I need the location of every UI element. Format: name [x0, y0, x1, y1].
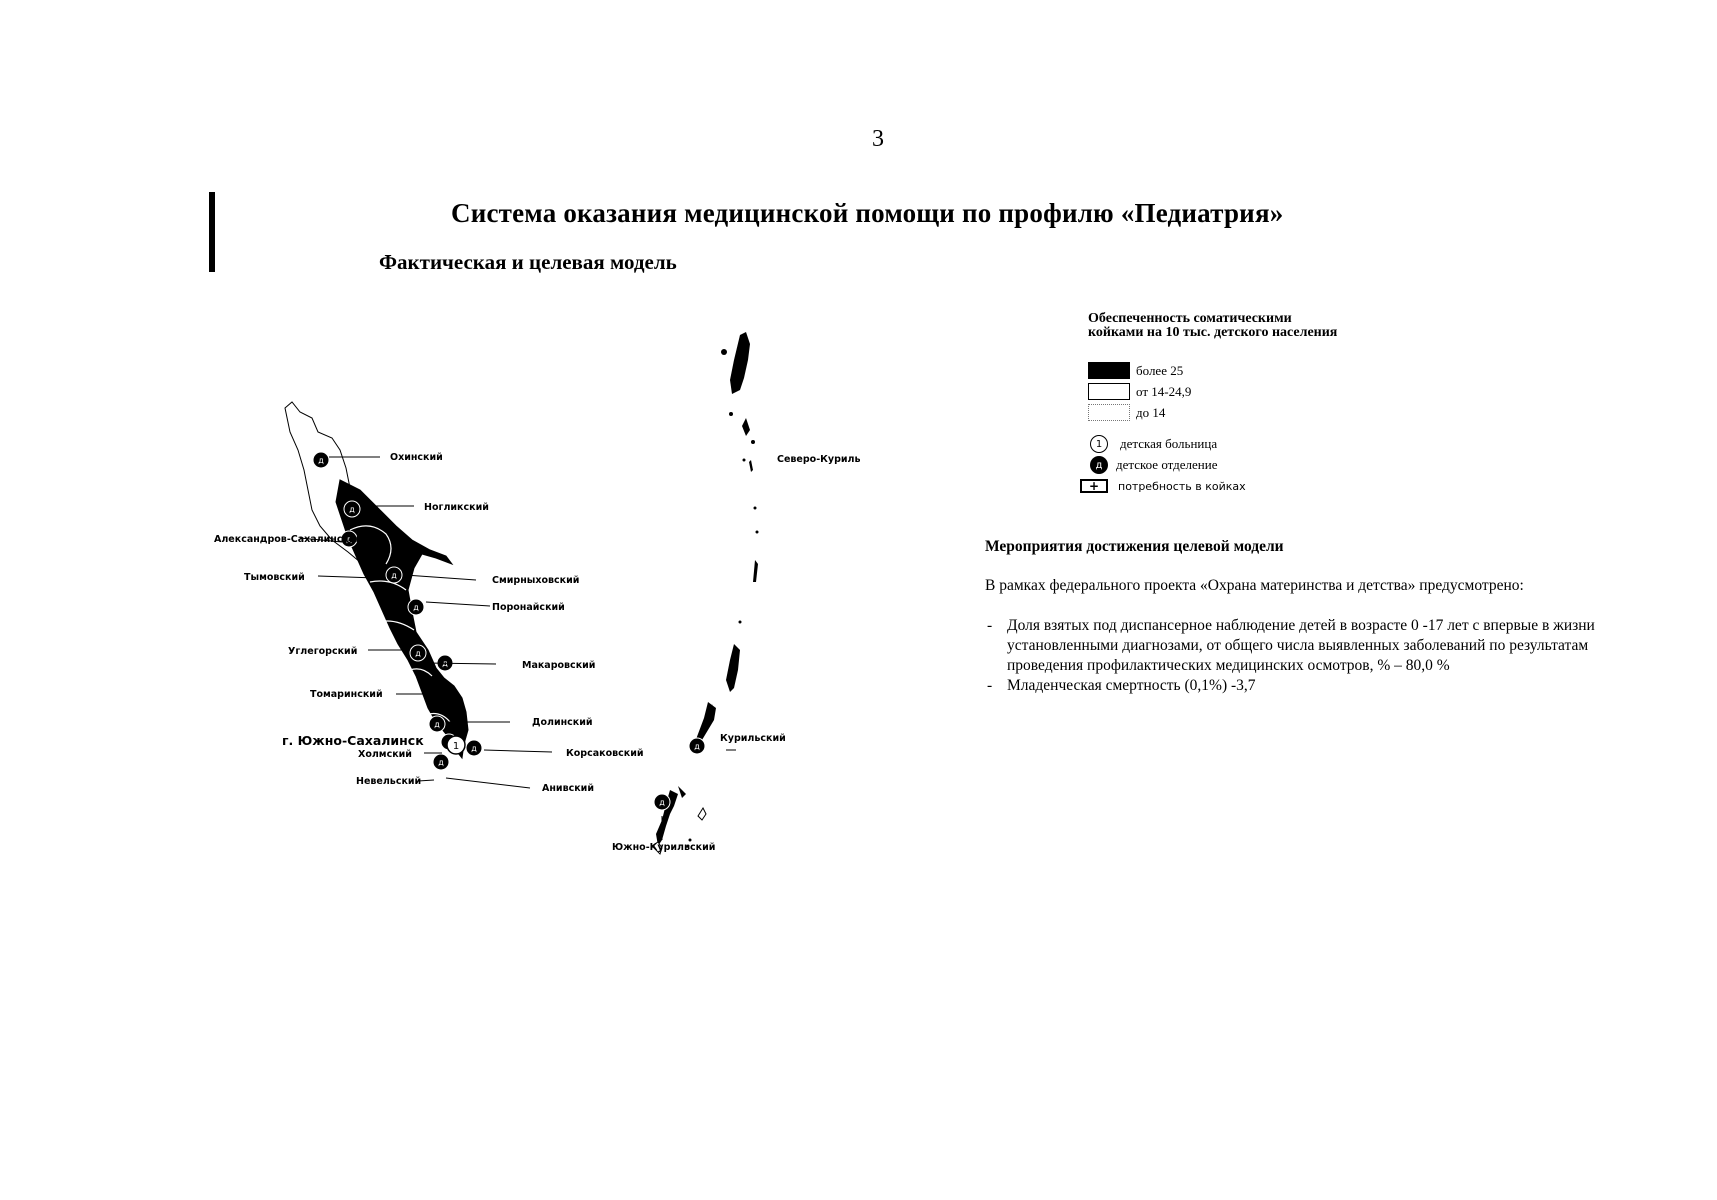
children-hospital-icon: 1: [1090, 435, 1108, 453]
legend-symbol-bed-need: + потребность в койках: [1080, 479, 1246, 493]
children-department-icon: д: [1090, 456, 1108, 474]
children-department-icon: д: [428, 715, 446, 733]
legend-item-label: от 14-24,9: [1136, 383, 1192, 399]
district-label-smirnykh: Смирныховский: [492, 575, 579, 586]
district-label-tymovsk: Тымовский: [244, 572, 305, 583]
district-label-severo-kurilsk: Северо-Курильский: [777, 454, 860, 465]
svg-text:д: д: [413, 603, 419, 612]
sakhalin-central-region: [335, 479, 469, 760]
district-label-dolinsk: Долинский: [532, 717, 593, 728]
svg-text:д: д: [349, 505, 355, 514]
legend-item-low: до 14: [1088, 404, 1165, 421]
children-department-icon: д: [312, 451, 330, 469]
legend-item-label: более 25: [1136, 362, 1184, 378]
list-item: Младенческая смертность (0,1%) -3,7: [985, 676, 1625, 696]
list-item: Доля взятых под диспансерное наблюдение …: [985, 616, 1625, 676]
legend-item-label: до 14: [1136, 404, 1166, 420]
page-title: Система оказания медицинской помощи по п…: [451, 198, 1284, 228]
district-label-tomari: Томаринский: [310, 689, 383, 700]
district-label-kurilsk: Курильский: [720, 733, 786, 744]
children-department-icon: д: [385, 566, 403, 584]
legend-swatch-outlined: [1088, 383, 1130, 400]
legend-title: Обеспеченность соматическими койками на …: [1088, 311, 1338, 340]
legend-symbol-label: детская больница: [1120, 436, 1218, 451]
legend-symbol-label: потребность в койках: [1118, 479, 1246, 493]
svg-text:д: д: [391, 571, 397, 580]
children-department-icon: д: [653, 793, 671, 811]
legend-swatch-black: [1088, 362, 1130, 379]
district-label-uglegorsk: Углегорский: [288, 646, 357, 657]
sakhalin-kuril-map: д д д д д д д д д д 1 д д д Охинский Ног…: [214, 332, 860, 855]
svg-text:1: 1: [453, 741, 459, 752]
kuril-island: [726, 644, 740, 692]
children-department-icon: д: [688, 737, 706, 755]
district-label-okha: Охинский: [390, 452, 443, 463]
city-label-yuzhno-sakhalinsk: г. Южно-Сахалинск: [282, 733, 424, 748]
measures-list: Доля взятых под диспансерное наблюдение …: [985, 616, 1625, 696]
district-label-nevelsk: Невельский: [356, 776, 421, 787]
margin-bar: [209, 192, 215, 272]
children-hospital-icon: 1: [446, 735, 466, 755]
district-label-aniva: Анивский: [542, 783, 594, 794]
svg-text:д: д: [434, 720, 440, 729]
district-label-aleksandrovsk: Александров-Сахалинский: [214, 534, 362, 545]
legend-symbol-label: детское отделение: [1116, 457, 1218, 472]
legend-item-medium: от 14-24,9: [1088, 383, 1191, 400]
svg-text:д: д: [694, 742, 700, 751]
measures-title: Мероприятия достижения целевой модели: [985, 538, 1284, 555]
children-department-icon: д: [340, 530, 358, 548]
district-label-kholmsk: Холмский: [358, 749, 412, 760]
svg-text:д: д: [659, 798, 665, 807]
legend-item-high: более 25: [1088, 362, 1183, 379]
children-department-icon: д: [432, 753, 450, 771]
svg-text:д: д: [471, 744, 477, 753]
children-department-icon: д: [407, 598, 425, 616]
legend-symbol-department: д детское отделение: [1090, 456, 1218, 474]
map-legend: Обеспеченность соматическими койками на …: [1080, 311, 1348, 493]
district-label-poronaysk: Поронайский: [492, 602, 565, 613]
children-department-icon: д: [343, 500, 361, 518]
svg-text:д: д: [438, 758, 444, 767]
page-number: 3: [872, 126, 884, 152]
svg-text:д: д: [346, 535, 352, 544]
district-label-nogliki: Ногликский: [424, 502, 489, 513]
svg-text:д: д: [415, 649, 421, 658]
children-department-icon: д: [409, 644, 427, 662]
kuril-island: [730, 332, 750, 394]
district-label-makarov: Макаровский: [522, 660, 595, 671]
legend-swatch-empty: [1088, 404, 1130, 421]
district-label-korsakov: Корсаковский: [566, 748, 644, 759]
children-department-icon: д: [465, 739, 483, 757]
district-label-yuzhno-kurilsk: Южно-Курильский: [612, 842, 715, 853]
svg-text:д: д: [318, 456, 324, 465]
legend-symbol-hospital: 1 детская больница: [1090, 435, 1217, 453]
bed-need-icon: +: [1080, 479, 1108, 493]
page-subtitle: Фактическая и целевая модель: [379, 250, 677, 274]
measures-intro: В рамках федерального проекта «Охрана ма…: [985, 577, 1524, 594]
